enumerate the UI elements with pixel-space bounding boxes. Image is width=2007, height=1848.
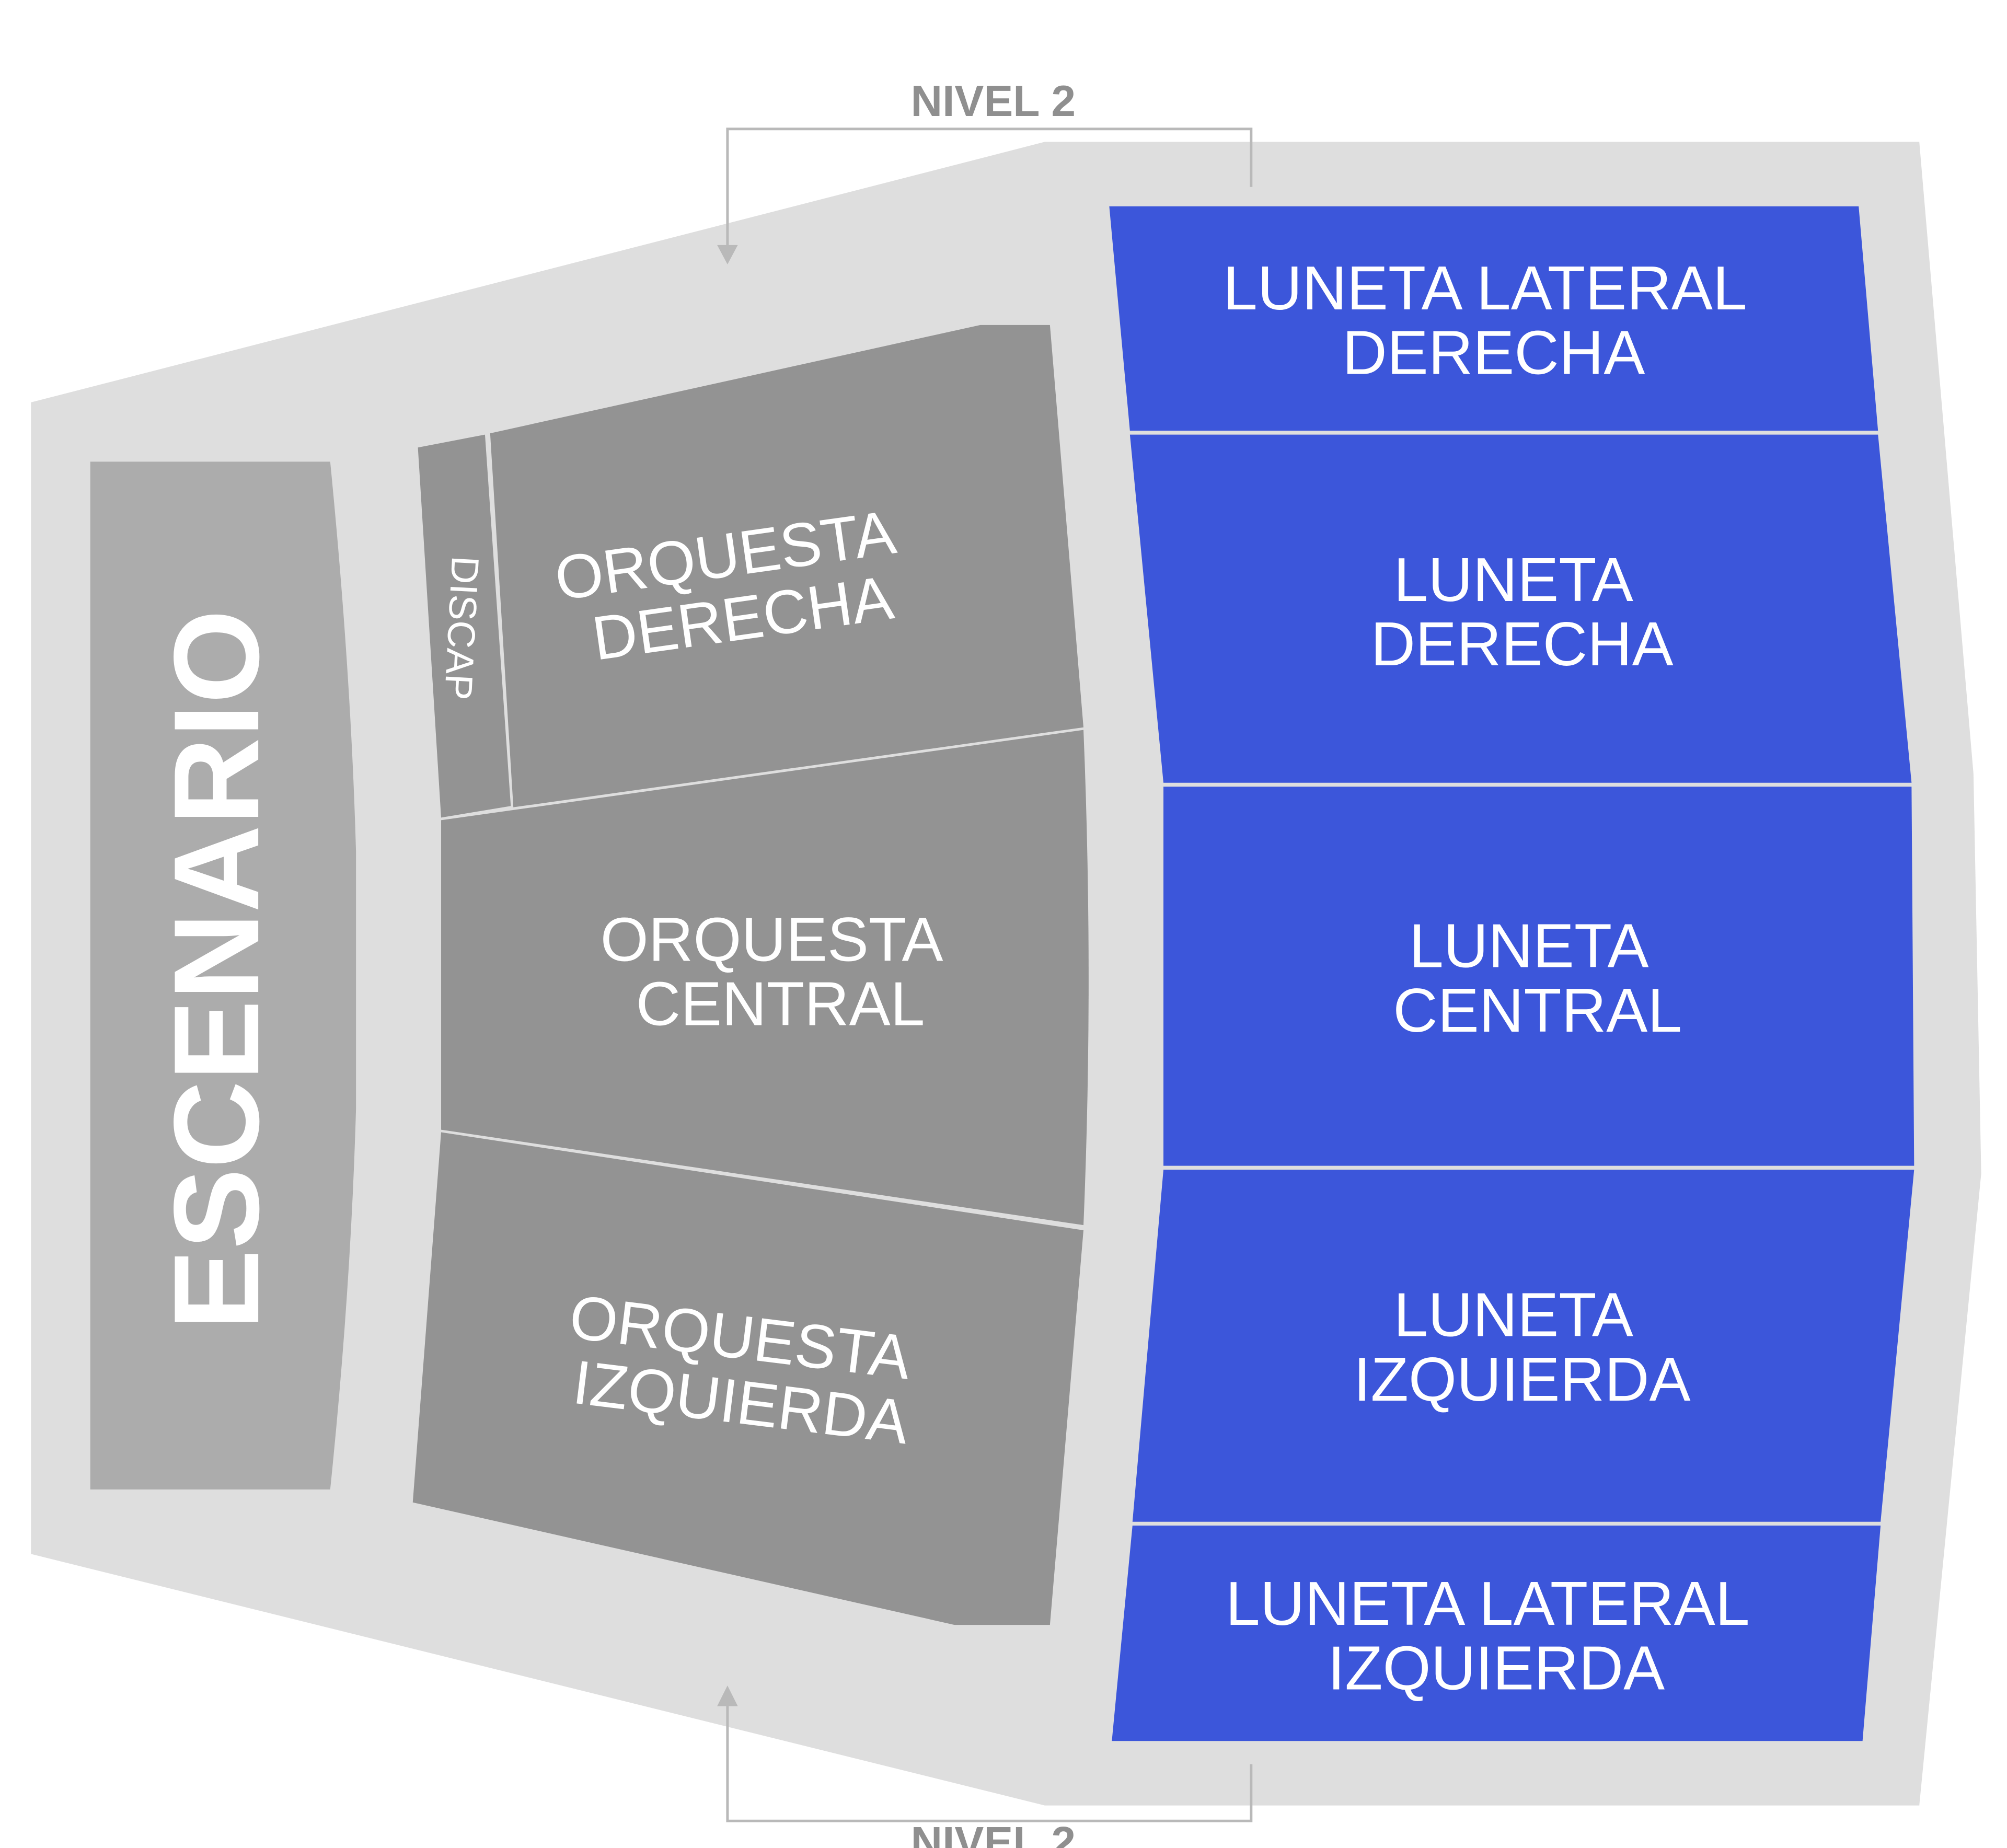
section-orquesta-izquierda[interactable] [412, 1132, 1084, 1625]
section-luneta-central[interactable] [1163, 787, 1914, 1166]
luneta-lateral-izquierda-line2: IZQUIERDA [1328, 1634, 1665, 1703]
luneta-central-line2: CENTRAL [1393, 976, 1682, 1045]
luneta-izquierda-line1: LUNETA [1393, 1280, 1633, 1349]
orquesta-central-label: ORQUESTA CENTRAL [601, 905, 961, 1038]
nivel-connector-bottom-line [726, 1705, 1253, 1822]
luneta-central-line1: LUNETA [1409, 912, 1649, 981]
nivel-connector-top-line [726, 128, 1253, 248]
luneta-lateral-izquierda-label: LUNETA LATERAL IZQUIERDA [1226, 1569, 1767, 1703]
luneta-derecha-line1: LUNETA [1393, 546, 1633, 615]
section-discap[interactable] [418, 434, 511, 818]
section-orquesta-central[interactable] [441, 730, 1089, 1226]
nivel-2-bottom-label: NIVEL 2 [910, 1817, 1076, 1848]
nivel-connector-top [717, 128, 1253, 264]
luneta-central-label: LUNETA CENTRAL [1393, 912, 1682, 1045]
section-luneta-derecha[interactable] [1129, 434, 1912, 783]
section-luneta-lateral-izquierda[interactable] [1112, 1526, 1881, 1741]
section-luneta-izquierda[interactable] [1132, 1170, 1914, 1522]
orquesta-central-line2: CENTRAL [636, 970, 925, 1039]
luneta-derecha-label: LUNETA DERECHA [1371, 546, 1674, 679]
discap-label: DISCAP [436, 555, 487, 701]
stage-label: ESCENARIO [149, 609, 284, 1330]
luneta-lateral-izquierda-line1: LUNETA LATERAL [1226, 1569, 1750, 1638]
orquesta-central-line1: ORQUESTA [601, 905, 943, 974]
section-orquesta-derecha[interactable] [490, 325, 1084, 807]
luneta-lateral-derecha-line1: LUNETA LATERAL [1223, 254, 1747, 323]
nivel-connector-top-arrow [717, 245, 738, 264]
nivel-connector-bottom-arrow [717, 1685, 738, 1706]
luneta-lateral-derecha-label: LUNETA LATERAL DERECHA [1223, 254, 1764, 387]
stage [90, 461, 356, 1490]
section-luneta-lateral-derecha[interactable] [1109, 206, 1878, 431]
luneta-lateral-derecha-line2: DERECHA [1342, 319, 1645, 388]
nivel-2-top-label: NIVEL 2 [910, 76, 1076, 125]
luneta-derecha-line2: DERECHA [1371, 610, 1674, 679]
luneta-izquierda-label: LUNETA IZQUIERDA [1354, 1280, 1691, 1414]
nivel-connector-bottom [717, 1685, 1253, 1822]
luneta-izquierda-line2: IZQUIERDA [1354, 1345, 1691, 1414]
